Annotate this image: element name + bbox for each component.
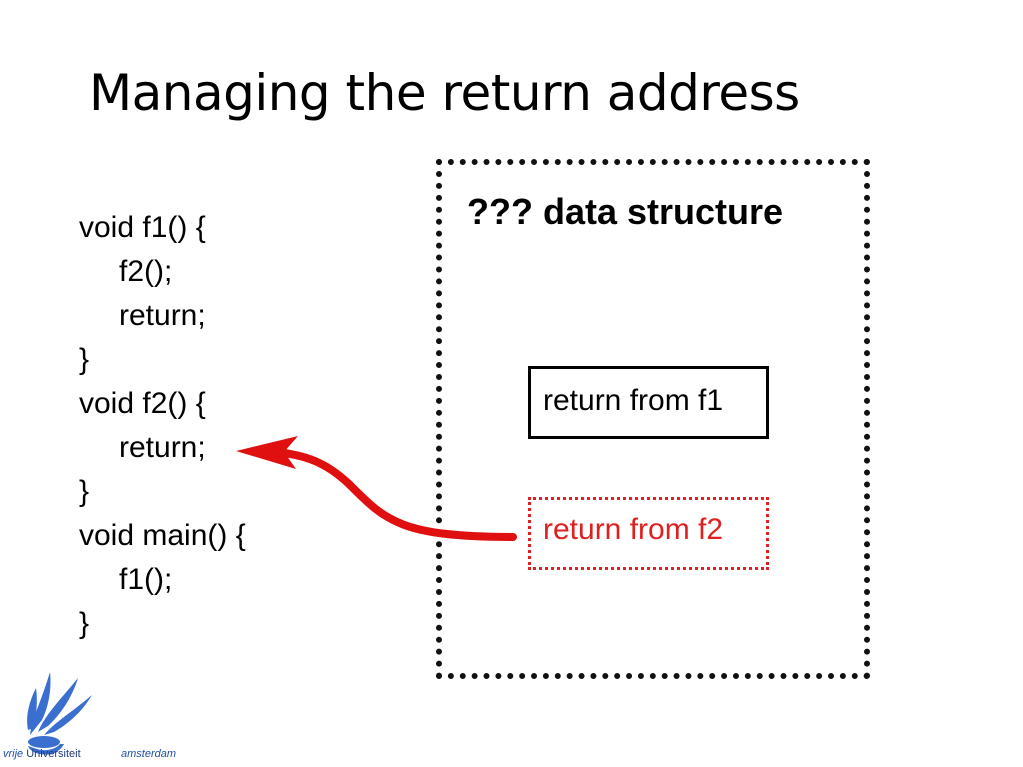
code-line: f1(); [119,563,173,596]
stack-frame-label: return from f2 [543,513,724,546]
code-line: void main() { [79,519,246,552]
code-line: void f2() { [79,387,206,420]
data-structure-title: ??? data structure [467,191,784,232]
code-line: } [79,607,90,640]
code-line: void f1() { [79,211,206,244]
code-line: f2(); [119,255,173,288]
stack-frame-f2: return from f2 [528,497,769,570]
code-line: } [79,475,90,508]
vu-logo-icon [27,672,92,755]
code-line: return; [119,431,206,464]
code-line: } [79,343,90,376]
code-listing: void f1() { f2(); return; } void f2() { … [79,206,246,646]
logo-vrije: vrije [3,748,24,760]
data-structure-box [436,159,870,679]
logo-universiteit: Universiteit [26,748,81,760]
slide-title: Managing the return address [89,64,800,122]
arrow-curve [266,447,517,541]
logo-wordmark: vrije Universiteit [3,748,81,760]
arrowhead-icon [236,436,298,469]
logo-amsterdam: amsterdam [121,748,177,760]
stack-frame-f1: return from f1 [528,366,769,439]
stack-frame-label: return from f1 [543,384,724,417]
code-line: return; [119,299,206,332]
